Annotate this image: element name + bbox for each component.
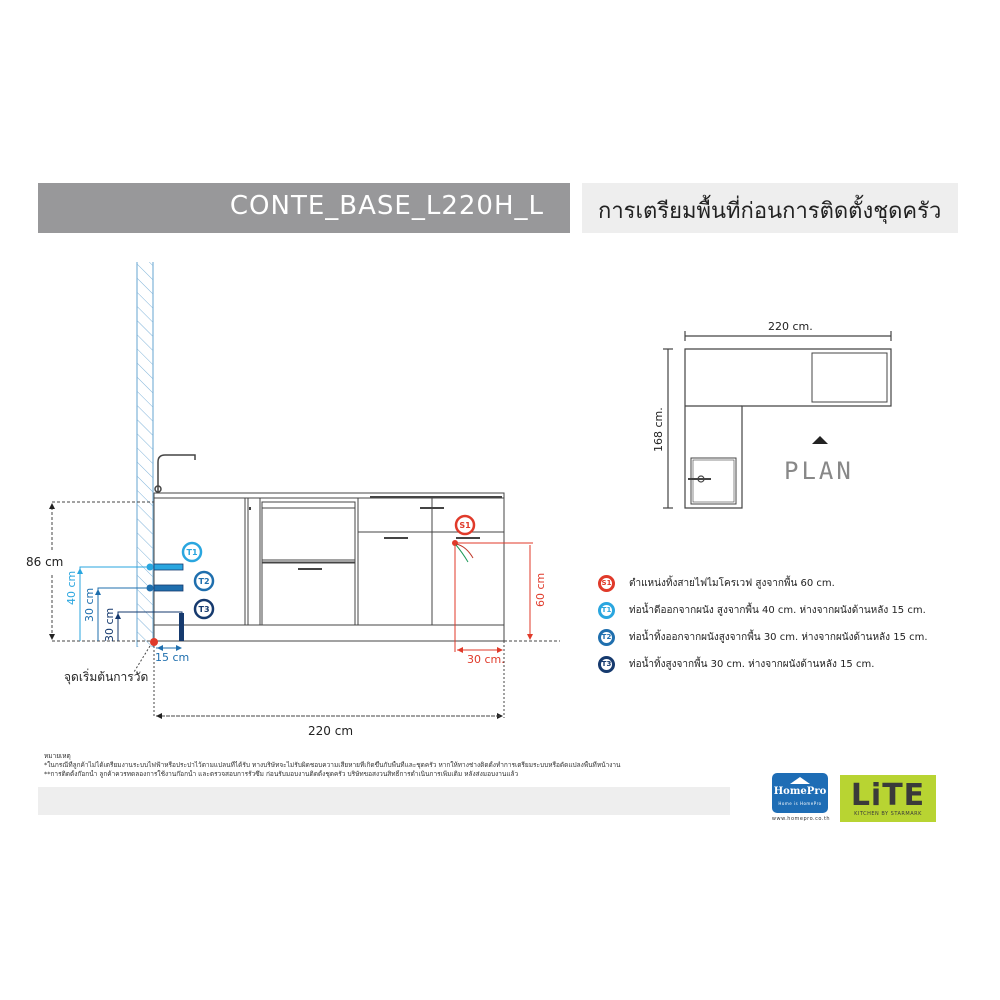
t2-badge-icon: T2 <box>598 628 615 646</box>
legend-item-t1: T1 ท่อน้ำดีออกจากผนัง สูงจากพื้น 40 cm. … <box>598 597 978 623</box>
t2-pipe <box>153 584 184 592</box>
svg-text:S1: S1 <box>459 521 471 530</box>
t3-badge-icon: T3 <box>598 655 615 673</box>
faucet-icon <box>154 454 196 493</box>
total-width-label: 220 cm <box>308 724 354 738</box>
plan-view <box>663 331 892 509</box>
legend-item-s1: S1 ตำแหน่งทิ้งสายไฟไมโครเวฟ สูงจากพื้น 6… <box>598 570 978 596</box>
section-title-bar: การเตรียมพื้นที่ก่อนการติดตั้งชุดครัว <box>582 183 958 233</box>
legend-text: ท่อน้ำดีออกจากผนัง สูงจากพื้น 40 cm. ห่า… <box>629 604 926 616</box>
t3-pipe <box>179 613 184 641</box>
model-title-bar: CONTE_BASE_L220H_L <box>38 183 570 233</box>
t3-dimension <box>115 611 184 641</box>
t1-dimension <box>77 563 184 641</box>
t3-height-label: 30 cm <box>103 607 116 642</box>
legend-item-t2: T2 ท่อน้ำทิ้งออกจากผนังสูงจากพื้น 30 cm.… <box>598 624 978 650</box>
lite-name: LiTE <box>850 778 926 813</box>
plan-label: PLAN <box>784 457 854 485</box>
plan-width-label: 220 cm. <box>768 320 813 333</box>
t2-dimension <box>95 584 184 641</box>
t2-height-label: 30 cm <box>83 587 96 622</box>
t1-pipe <box>153 563 184 571</box>
s1-dimension <box>452 540 533 653</box>
homepro-tagline: Home is HomePro <box>778 801 822 806</box>
t1-height-label: 40 cm <box>65 570 78 605</box>
homepro-name: HomePro <box>773 786 827 797</box>
s1-badge-icon: S1 <box>598 574 615 592</box>
notes: หมายเหตุ *ในกรณีที่ลูกค้าไม่ได้เตรียมงาน… <box>44 752 744 779</box>
svg-text:T1: T1 <box>186 548 197 557</box>
house-roof-icon <box>790 777 810 784</box>
height-dimension <box>49 501 154 642</box>
origin-point <box>150 638 158 646</box>
plan-direction-icon <box>812 436 828 444</box>
legend-text: ท่อน้ำทิ้งสูงจากพื้น 30 cm. ห่างจากผนังด… <box>629 658 875 670</box>
legend-text: ท่อน้ำทิ้งออกจากผนังสูงจากพื้น 30 cm. ห่… <box>629 631 928 643</box>
t1-badge-icon: T1 <box>598 601 615 619</box>
plan-depth-label: 168 cm. <box>652 407 665 452</box>
s1-offset-label: 30 cm. <box>467 653 505 666</box>
lite-tagline: KITCHEN BY STARMARK <box>854 811 922 817</box>
svg-text:T3: T3 <box>198 605 209 614</box>
legend-text: ตำแหน่งทิ้งสายไฟไมโครเวฟ สูงจากพื้น 60 c… <box>629 577 835 589</box>
model-code: CONTE_BASE_L220H_L <box>229 191 544 221</box>
section-title: การเตรียมพื้นที่ก่อนการติดตั้งชุดครัว <box>598 199 942 224</box>
base-cabinets <box>153 497 505 642</box>
notes-line-1: *ในกรณีที่ลูกค้าไม่ได้เตรียมงานระบบไฟฟ้า… <box>44 761 621 769</box>
lite-logo: LiTE KITCHEN BY STARMARK <box>840 775 936 822</box>
marker-t2: T2 <box>193 570 215 592</box>
homepro-logo: HomePro Home is HomePro <box>772 773 828 813</box>
notes-heading: หมายเหตุ <box>44 752 71 760</box>
legend: S1 ตำแหน่งทิ้งสายไฟไมโครเวฟ สูงจากพื้น 6… <box>598 570 978 678</box>
legend-item-t3: T3 ท่อน้ำทิ้งสูงจากพื้น 30 cm. ห่างจากผน… <box>598 651 978 677</box>
marker-t3: T3 <box>193 598 215 620</box>
width-dimension <box>153 640 560 719</box>
footer-bar <box>38 787 730 815</box>
origin-label: จุดเริ่มต้นการวัด <box>64 670 149 684</box>
height-label: 86 cm <box>26 555 64 569</box>
marker-t1: T1 <box>181 541 203 563</box>
wall <box>136 262 154 647</box>
marker-s1: S1 <box>454 514 476 536</box>
notes-line-2: **การติดตั้งก๊อกน้ำ ลูกค้าควรทดลองการใช้… <box>44 770 519 778</box>
homepro-url: www.homepro.co.th <box>771 816 831 822</box>
svg-text:T2: T2 <box>198 577 209 586</box>
wall-offset-label: 15 cm <box>155 651 190 664</box>
s1-height-label: 60 cm <box>534 572 547 607</box>
